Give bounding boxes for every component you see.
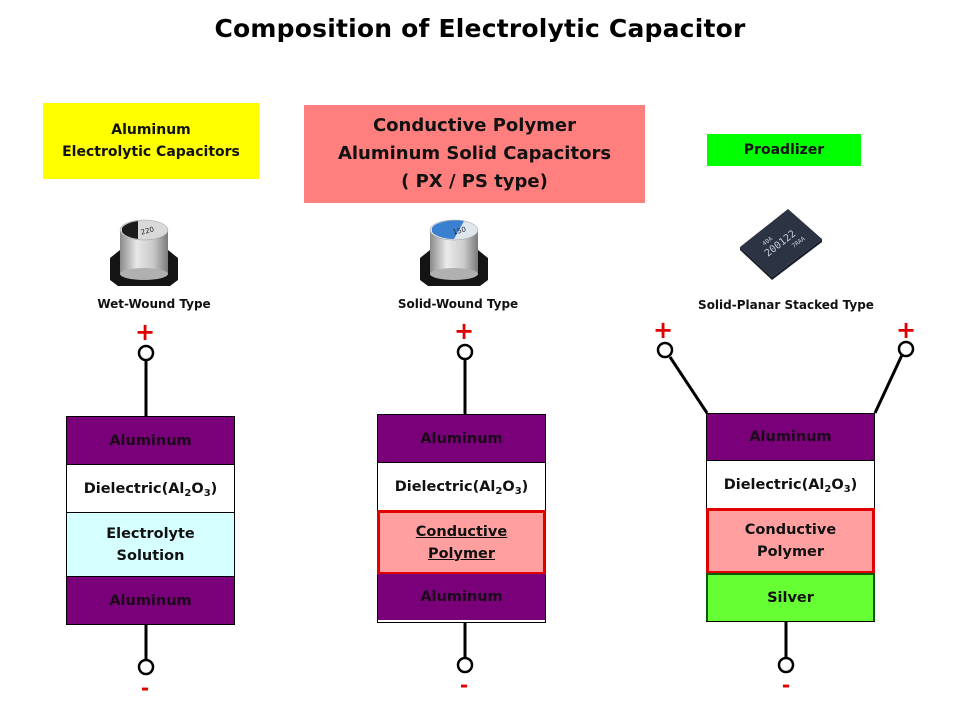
svg-text:220: 220	[140, 225, 155, 236]
negative-sign: -	[781, 673, 791, 697]
layer-aluminum-cathode: Aluminum	[378, 574, 545, 620]
layer-aluminum-anode: Aluminum	[67, 417, 234, 465]
header-line: Electrolytic Capacitors	[62, 144, 240, 160]
layer-silver: Silver	[706, 573, 875, 621]
negative-terminal-icon	[456, 656, 474, 674]
header-line: Aluminum Solid Capacitors	[337, 143, 612, 164]
positive-sign: +	[134, 318, 156, 346]
negative-terminal-icon	[777, 656, 795, 674]
layer-aluminum-cathode: Aluminum	[67, 577, 234, 624]
negative-sign: -	[459, 673, 469, 697]
positive-sign: +	[895, 316, 917, 344]
header-conductive-polymer: Conductive Polymer Aluminum Solid Capaci…	[304, 105, 645, 203]
positive-sign: +	[652, 316, 674, 344]
layer-dielectric: Dielectric(Al2O3)	[67, 465, 234, 513]
positive-lead-wire	[668, 356, 709, 414]
page-title: Composition of Electrolytic Capacitor	[214, 14, 746, 43]
header-line: Aluminum	[111, 122, 191, 138]
layer-aluminum-anode: Aluminum	[378, 415, 545, 463]
positive-terminal-icon	[137, 344, 155, 362]
type-label-solid-wound: Solid-Wound Type	[397, 297, 519, 311]
type-label-solid-planar: Solid-Planar Stacked Type	[698, 298, 874, 312]
positive-sign: +	[453, 317, 475, 345]
smd-aluminum-electrolytic-capacitor-icon: 220	[110, 219, 178, 286]
smd-polymer-solid-capacitor-icon: 150	[420, 219, 488, 286]
header-line: ( PX / PS type)	[401, 171, 548, 192]
header-line: Proadlizer	[743, 142, 825, 158]
header-proadlizer: Proadlizer	[707, 134, 861, 166]
planar-chip-capacitor-icon: 40A 200122 7RAA	[740, 209, 822, 280]
negative-sign: -	[140, 676, 150, 700]
layer-dielectric: Dielectric(Al2O3)	[707, 461, 874, 509]
positive-terminal-icon	[897, 340, 915, 358]
positive-terminal-icon	[656, 341, 674, 359]
header-aluminum-electrolytic: Aluminum Electrolytic Capacitors	[43, 103, 259, 179]
layer-aluminum: Aluminum	[707, 414, 874, 461]
svg-text:150: 150	[452, 225, 467, 236]
positive-terminal-icon	[456, 343, 474, 361]
negative-terminal-icon	[137, 658, 155, 676]
type-label-wet-wound: Wet-Wound Type	[97, 297, 211, 311]
header-line: Conductive Polymer	[372, 115, 577, 136]
layer-dielectric: Dielectric(Al2O3)	[378, 463, 545, 511]
positive-lead-wire	[873, 354, 904, 414]
